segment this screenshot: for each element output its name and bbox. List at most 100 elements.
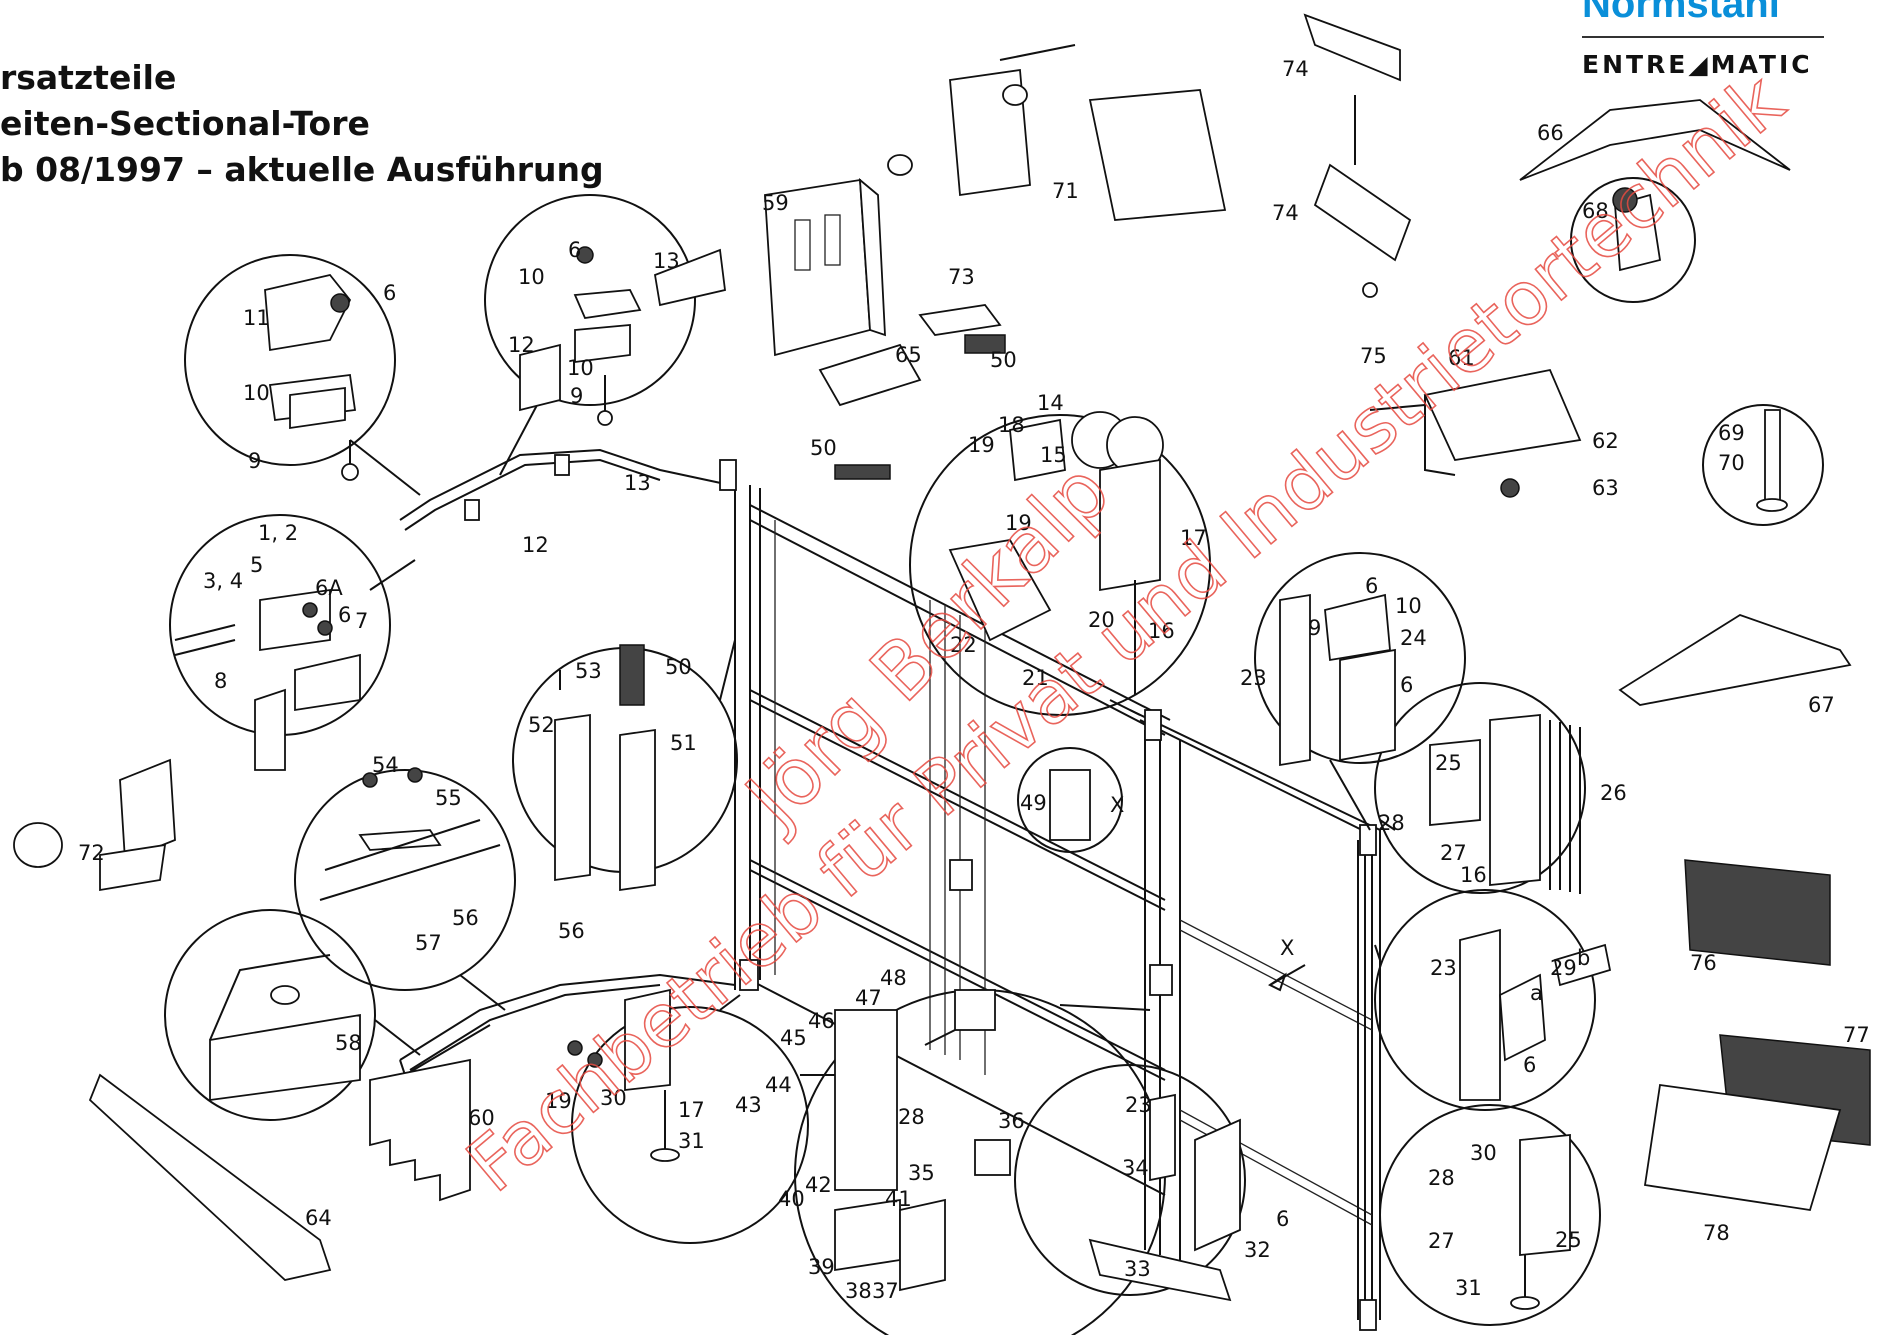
callout-69: 69	[1718, 421, 1745, 445]
callout-23: 23	[1430, 956, 1457, 980]
callout-28: 28	[898, 1105, 925, 1129]
callout-53: 53	[575, 659, 602, 683]
callout-74: 74	[1282, 57, 1309, 81]
callout-6a: 6A	[315, 576, 343, 600]
callout-1-2: 1, 2	[258, 521, 298, 545]
callout-45: 45	[780, 1026, 807, 1050]
callout-54: 54	[372, 753, 399, 777]
callout-16: 16	[1460, 863, 1487, 887]
callout-63: 63	[1592, 476, 1619, 500]
callout-30: 30	[1470, 1141, 1497, 1165]
callout-77: 77	[1843, 1023, 1870, 1047]
callout-7: 7	[355, 609, 368, 633]
callout-61: 61	[1448, 346, 1475, 370]
callout-31: 31	[1455, 1276, 1482, 1300]
callout-56: 56	[452, 906, 479, 930]
brand-divider	[1582, 36, 1824, 38]
callout-10: 10	[1395, 594, 1422, 618]
callout-66: 66	[1537, 121, 1564, 145]
callout-28: 28	[1378, 811, 1405, 835]
callout-41: 41	[885, 1187, 912, 1211]
callout-76: 76	[1690, 951, 1717, 975]
callout-22: 22	[950, 633, 977, 657]
callout-9: 9	[570, 384, 583, 408]
callout-20: 20	[1088, 608, 1115, 632]
callout-25: 25	[1555, 1228, 1582, 1252]
callout-10: 10	[243, 381, 270, 405]
title-line-1: rsatzteile	[0, 58, 177, 97]
callout-17: 17	[678, 1098, 705, 1122]
callout-57: 57	[415, 931, 442, 955]
callout-x: X	[1280, 936, 1294, 960]
callout-50: 50	[810, 436, 837, 460]
callout-46: 46	[808, 1009, 835, 1033]
callout-13: 13	[653, 249, 680, 273]
callout-28: 28	[1428, 1166, 1455, 1190]
callout-27: 27	[1440, 841, 1467, 865]
callout-59: 59	[762, 191, 789, 215]
callout-70: 70	[1718, 451, 1745, 475]
normstahl-logo: Normstahl	[1582, 0, 1780, 26]
callout-78: 78	[1703, 1221, 1730, 1245]
callout-17: 17	[1180, 526, 1207, 550]
callout-11: 11	[243, 306, 270, 330]
callout-27: 27	[1428, 1229, 1455, 1253]
callout-52: 52	[528, 713, 555, 737]
callout-25: 25	[1435, 751, 1462, 775]
callout-65: 65	[895, 343, 922, 367]
callout-6: 6	[568, 238, 581, 262]
callout-19: 19	[545, 1089, 572, 1113]
callout-23: 23	[1240, 666, 1267, 690]
callout-labels: 1, 2 3, 4 5 6A 6 7 8 9 10 11 6 10 12 13 …	[78, 57, 1870, 1303]
callout-43: 43	[735, 1093, 762, 1117]
callout-29: 29	[1550, 956, 1577, 980]
callout-55: 55	[435, 786, 462, 810]
callout-6: 6	[1400, 673, 1413, 697]
callout-16: 16	[1148, 619, 1175, 643]
callout-6: 6	[1365, 574, 1378, 598]
callout-x: X	[1110, 793, 1124, 817]
callout-30: 30	[600, 1086, 627, 1110]
callout-36: 36	[998, 1109, 1025, 1133]
callout-49: 49	[1020, 791, 1047, 815]
callout-24: 24	[1400, 626, 1427, 650]
callout-34: 34	[1122, 1156, 1149, 1180]
callout-13: 13	[624, 471, 651, 495]
callout-31: 31	[678, 1129, 705, 1153]
callout-19: 19	[1005, 511, 1032, 535]
callout-5: 5	[250, 553, 263, 577]
callout-6: 6	[1523, 1053, 1536, 1077]
callout-72: 72	[78, 841, 105, 865]
callout-9: 9	[248, 449, 261, 473]
loose-parts	[13, 13, 1871, 1281]
callout-32: 32	[1244, 1238, 1271, 1262]
callout-3-4: 3, 4	[203, 569, 243, 593]
callout-39: 39	[808, 1255, 835, 1279]
entrematic-logo: ENTRE◢MATIC	[1582, 50, 1813, 79]
callout-35: 35	[908, 1161, 935, 1185]
callout-40: 40	[778, 1187, 805, 1211]
callout-47: 47	[855, 986, 882, 1010]
callout-a: a	[1530, 981, 1543, 1005]
callout-12: 12	[522, 533, 549, 557]
callout-b: b	[1577, 946, 1590, 970]
callout-44: 44	[765, 1073, 792, 1097]
callout-38: 38	[845, 1279, 872, 1303]
callout-51: 51	[670, 731, 697, 755]
door-frame	[399, 448, 1381, 1331]
callout-74: 74	[1272, 201, 1299, 225]
callout-15: 15	[1040, 443, 1067, 467]
callout-10: 10	[518, 265, 545, 289]
callout-26: 26	[1600, 781, 1627, 805]
callout-50: 50	[665, 655, 692, 679]
callout-23: 23	[1125, 1093, 1152, 1117]
part-sketches	[174, 187, 1788, 1310]
callout-6: 6	[338, 603, 351, 627]
watermark: Jörg Berkalp Fachbetrieb für Privat und …	[450, 57, 1800, 1210]
callout-14: 14	[1037, 391, 1064, 415]
callout-50: 50	[990, 348, 1017, 372]
callout-6: 6	[383, 281, 396, 305]
watermark-line-2: Fachbetrieb für Privat und Industrietort…	[451, 58, 1800, 1209]
